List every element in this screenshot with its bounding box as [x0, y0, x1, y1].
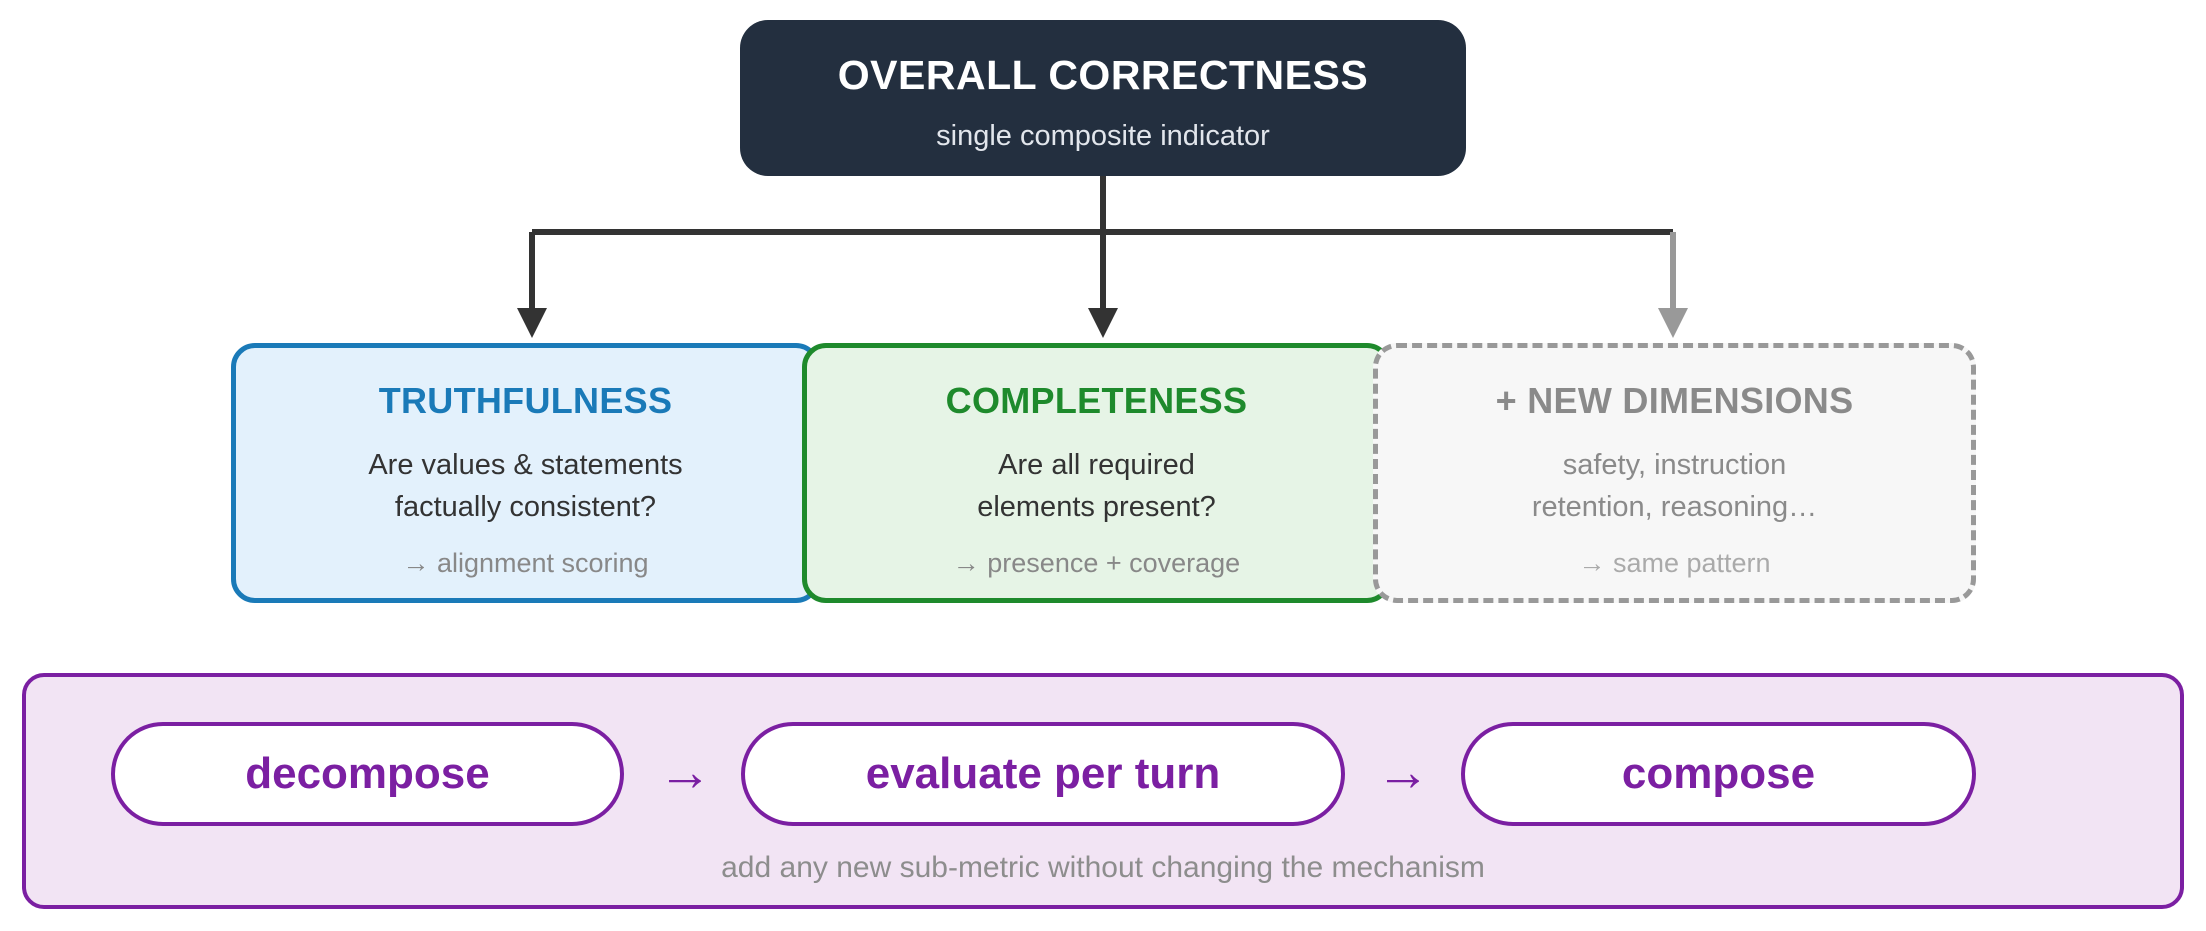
overall-correctness-title: OVERALL CORRECTNESS — [837, 52, 1369, 98]
truthfulness-question: Are values & statements factually consis… — [236, 444, 815, 528]
truthfulness-title: TRUTHFULNESS — [378, 380, 673, 421]
truthfulness-question-line2: factually consistent? — [394, 491, 657, 523]
flow-arrow-icon: → — [1376, 742, 1430, 802]
arrowhead-truthfulness — [517, 308, 547, 338]
truthfulness-box: TRUTHFULNESS Are values & statements fac… — [231, 343, 820, 603]
arrowhead-new-dimensions — [1658, 308, 1688, 338]
completeness-question-line1: Are all required — [998, 449, 1195, 481]
overall-correctness-box: OVERALL CORRECTNESS single composite ind… — [740, 20, 1466, 176]
new-dimensions-examples: safety, instruction retention, reasoning… — [1378, 444, 1971, 528]
step-compose: compose — [1461, 722, 1976, 826]
new-dimensions-title: + NEW DIMENSIONS — [1495, 380, 1854, 421]
step-decompose: decompose — [111, 722, 624, 826]
completeness-box: COMPLETENESS Are all required elements p… — [802, 343, 1391, 603]
truthfulness-method: → alignment scoring — [402, 548, 649, 578]
new-dimensions-box: + NEW DIMENSIONS safety, instruction ret… — [1373, 343, 1976, 603]
completeness-question: Are all required elements present? — [807, 444, 1386, 528]
new-dimensions-examples-line1: safety, instruction — [1562, 449, 1787, 481]
completeness-title: COMPLETENESS — [945, 380, 1248, 421]
process-note: add any new sub-metric without changing … — [721, 851, 1485, 884]
new-dimensions-examples-line2: retention, reasoning… — [1531, 491, 1818, 523]
truthfulness-question-line1: Are values & statements — [368, 449, 683, 481]
completeness-method: → presence + coverage — [952, 548, 1241, 578]
flow-arrow-icon: → — [658, 742, 712, 802]
overall-correctness-subtitle: single composite indicator — [936, 120, 1270, 152]
completeness-question-line2: elements present? — [977, 491, 1216, 523]
arrowhead-completeness — [1088, 308, 1118, 338]
new-dimensions-method: → same pattern — [1578, 548, 1771, 578]
step-evaluate-per-turn: evaluate per turn — [741, 722, 1345, 826]
